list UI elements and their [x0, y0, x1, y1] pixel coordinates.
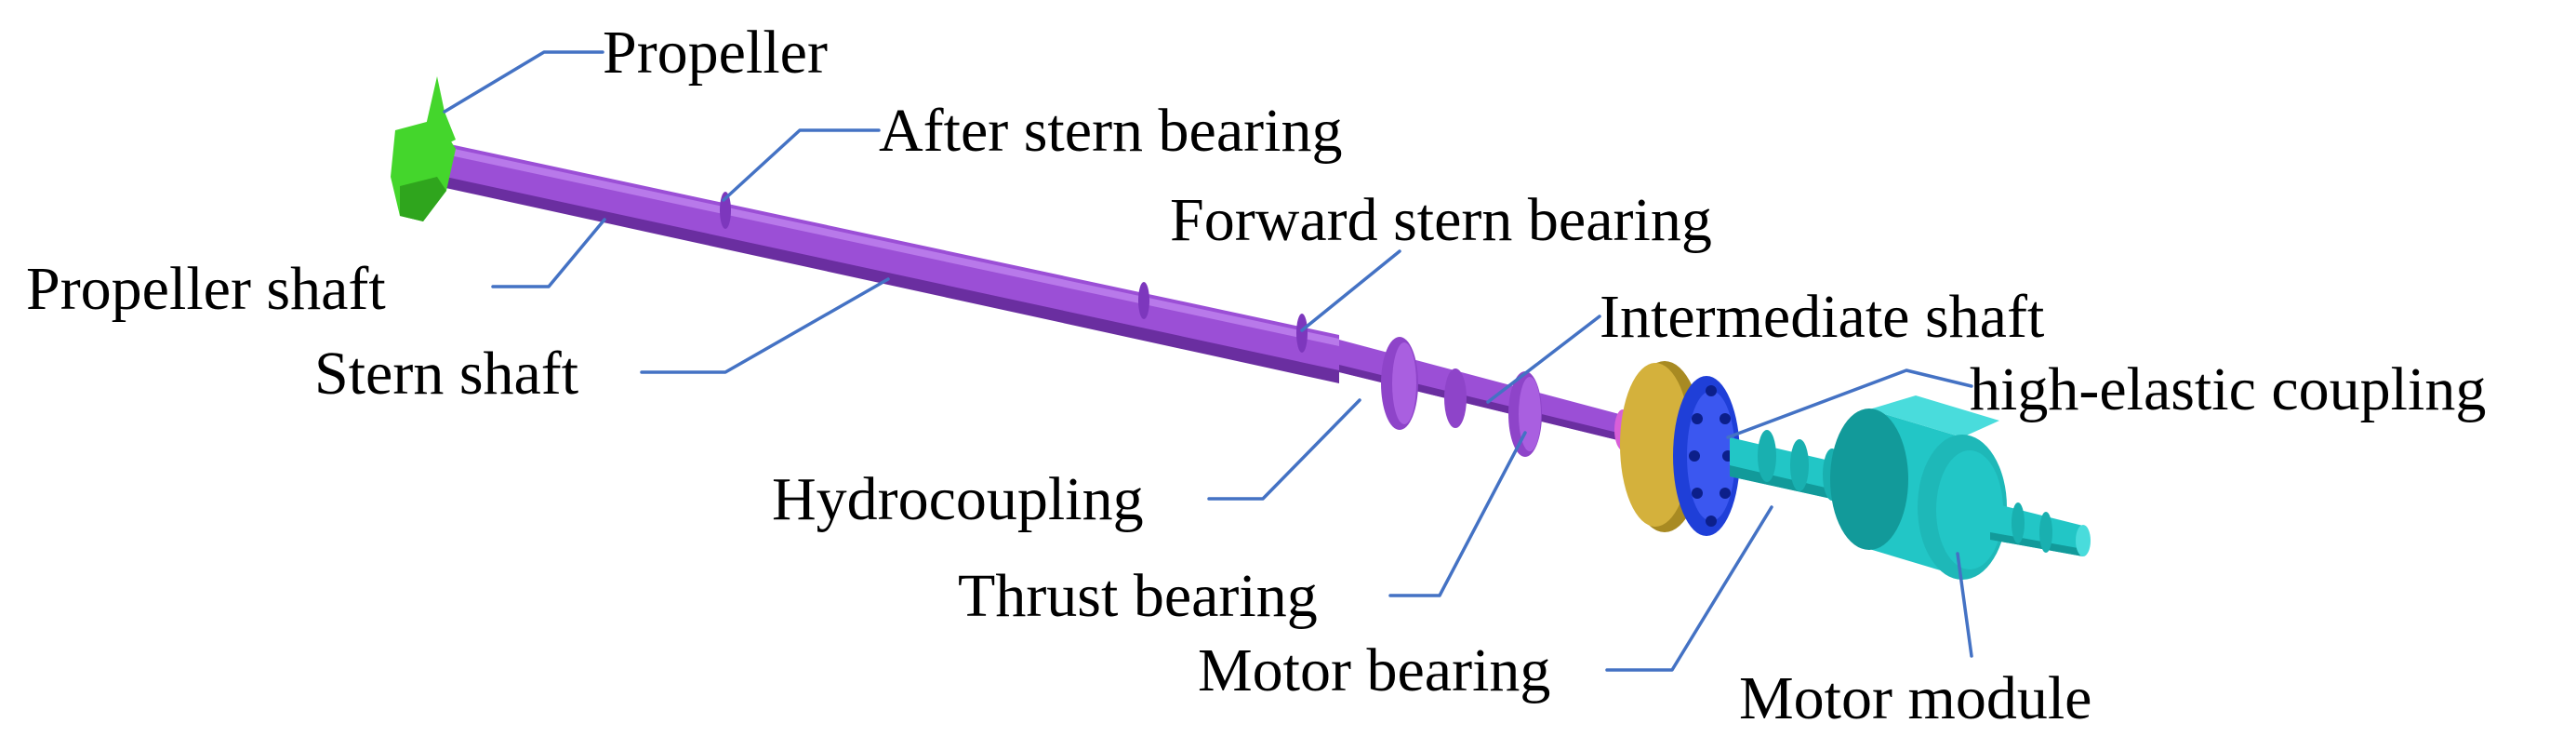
label-after-stern-bearing: After stern bearing	[879, 97, 1342, 165]
motor-drum-top	[1869, 395, 1999, 437]
coupling-ring	[1620, 363, 1691, 527]
leader-hydrocoupling	[1207, 398, 1361, 501]
leader-propeller-shaft	[491, 218, 606, 288]
motor-drum-end-face	[1936, 450, 2003, 569]
label-propeller: Propeller	[603, 19, 828, 87]
motor-bearing-collar-2	[1790, 439, 1809, 491]
leader-after-stern-bearing	[722, 128, 881, 202]
coupling-bolt-1	[1706, 385, 1717, 396]
shaft-highlight	[437, 145, 1339, 346]
leader-motor-module	[1956, 552, 1973, 658]
propeller-graphic	[391, 76, 456, 221]
high-elastic-coupling-graphic	[1620, 361, 1740, 536]
motor-tail-end	[2076, 525, 2091, 556]
motor-tail-shaft-shadow	[1990, 532, 2083, 556]
label-thrust-bearing: Thrust bearing	[958, 562, 1318, 630]
leader-motor-bearing	[1605, 505, 1773, 672]
coupling-bolt-2	[1720, 413, 1731, 424]
hydrocoupling-flange-face	[1392, 342, 1416, 424]
intermediate-collar	[1444, 368, 1467, 428]
intermediate-shaft-section	[1339, 337, 1637, 457]
label-propeller-shaft: Propeller shaft	[26, 255, 386, 323]
leader-propeller	[443, 50, 604, 114]
label-stern-shaft: Stern shaft	[314, 340, 578, 408]
motor-drum-end-back	[1830, 408, 1908, 550]
coupling-bolt-7	[1689, 450, 1700, 462]
shaft-joint-2	[1138, 282, 1149, 319]
motor-module-graphic	[1830, 395, 2091, 580]
label-hydrocoupling: Hydrocoupling	[772, 465, 1144, 533]
main-shaft	[437, 141, 1339, 383]
coupling-bolt-5	[1706, 516, 1717, 527]
label-motor-module: Motor module	[1739, 664, 2091, 732]
label-forward-stern-bearing: Forward stern bearing	[1170, 186, 1712, 254]
motor-bearing-collar-1	[1758, 430, 1776, 482]
labels: Propeller After stern bearing Forward st…	[26, 19, 2486, 732]
leader-lines	[443, 50, 1973, 672]
coupling-bolt-4	[1720, 488, 1731, 499]
label-intermediate-shaft: Intermediate shaft	[1600, 283, 2044, 351]
propeller-hub-shade	[400, 177, 446, 221]
motor-tail-collar-2	[2039, 512, 2052, 553]
motor-tail-collar-1	[2012, 502, 2025, 543]
coupling-bolt-6	[1692, 488, 1703, 499]
leader-thrust-bearing	[1388, 431, 1527, 597]
leader-high-elastic-coupling	[1726, 368, 1973, 439]
shaft-joint-3	[1296, 314, 1308, 353]
label-high-elastic-coupling: high-elastic coupling	[1970, 355, 2486, 423]
leader-stern-shaft	[640, 277, 890, 374]
leader-intermediate-shaft	[1486, 315, 1601, 404]
label-motor-bearing: Motor bearing	[1198, 636, 1550, 704]
coupling-bolt-8	[1692, 413, 1703, 424]
leader-forward-stern-bearing	[1300, 249, 1401, 332]
